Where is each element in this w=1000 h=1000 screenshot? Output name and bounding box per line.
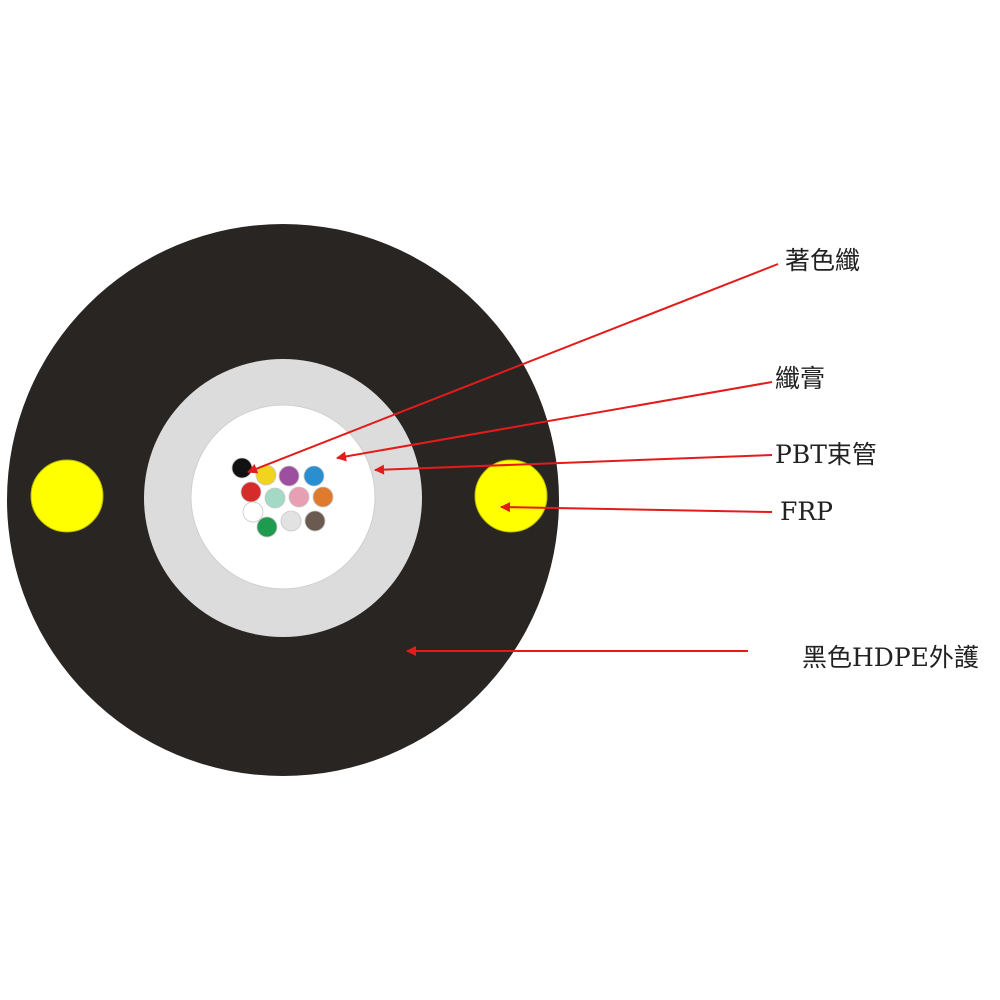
fiber-5 [240,481,262,503]
label-fiber-gel: 纖膏 [775,364,825,393]
arrow-fiber-gel [336,381,773,462]
arrow-colored-fiber [247,263,779,474]
fiber-8 [312,486,334,508]
fiber-3 [278,465,300,487]
label-colored-fiber: 著色纖 [785,246,860,275]
label-hdpe-jacket: 黑色HDPE外護 [802,643,979,672]
pointer-arrows [247,263,779,656]
label-pbt-tube: PBT束管 [775,440,877,469]
fiber-6 [264,487,286,509]
fiber-11 [256,516,278,538]
fiber-7 [288,486,310,508]
fiber-10 [304,510,326,532]
fiber-9 [242,501,264,523]
colored-fibers [231,457,334,538]
fiber-4 [303,465,325,487]
frp-strength-member-right [474,459,548,533]
arrow-frp [500,502,773,513]
frp-strength-member-left [30,459,104,533]
fiber-1 [231,457,253,479]
arrow-pbt-tube [374,454,773,475]
label-frp: FRP [780,497,833,526]
fiber-12 [280,510,302,532]
